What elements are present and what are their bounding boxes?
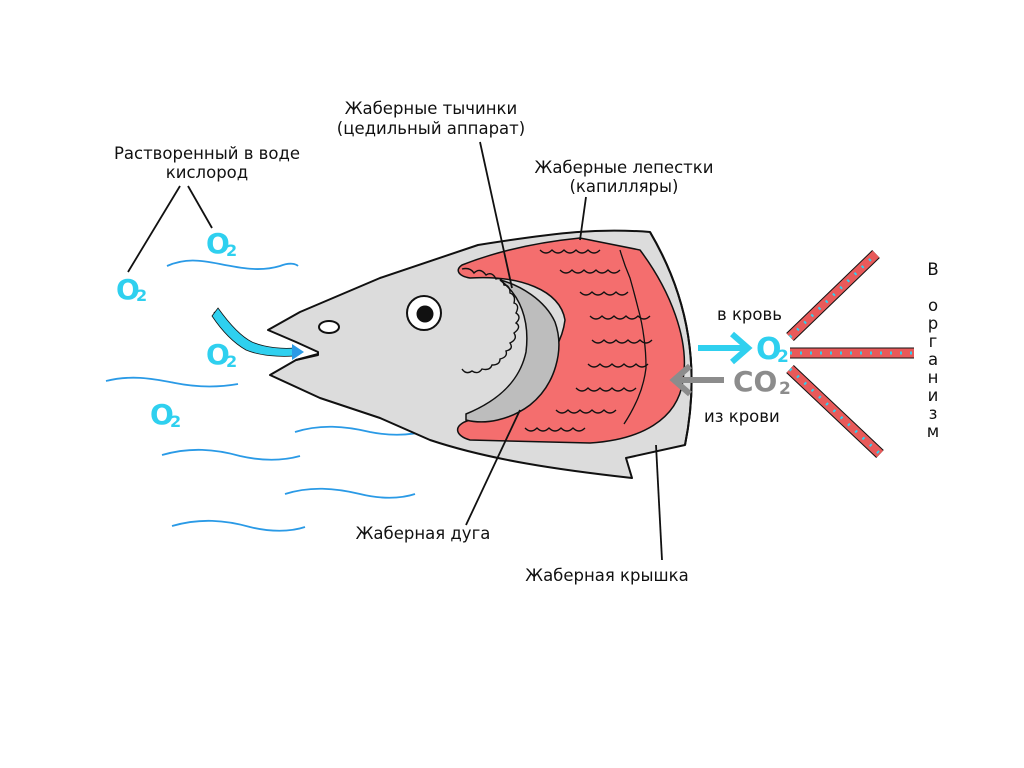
fish-head <box>268 231 692 478</box>
o2-symbol: O 2 <box>206 227 237 260</box>
water-wave <box>172 521 305 531</box>
svg-text:2: 2 <box>136 286 147 305</box>
water-wave <box>106 378 238 387</box>
svg-text:г: г <box>929 332 938 351</box>
svg-text:р: р <box>928 314 938 333</box>
svg-text:з: з <box>929 404 938 423</box>
svg-text:а: а <box>928 350 938 369</box>
o2-symbol: O 2 <box>150 398 181 431</box>
to-body-label: В о р г а н и з м <box>927 260 939 441</box>
svg-text:В: В <box>927 260 938 279</box>
svg-text:и: и <box>928 386 939 405</box>
o2-to-blood: O 2 <box>698 332 789 367</box>
svg-text:Растворенный в воде: Растворенный в воде <box>114 144 300 163</box>
co2-label: CO <box>733 365 777 398</box>
from-blood-label: из крови <box>704 407 780 426</box>
label-gill-arch: Жаберная дуга <box>356 524 491 543</box>
svg-text:Жаберные лепестки: Жаберные лепестки <box>535 158 714 177</box>
o2-symbol: O 2 <box>116 273 147 306</box>
label-gill-rakers: Жаберные тычинки (цедильный аппарат) <box>337 99 525 138</box>
to-blood-label: в кровь <box>717 305 782 324</box>
water-wave <box>167 261 298 270</box>
svg-text:2: 2 <box>226 352 237 371</box>
water-wave <box>162 450 300 460</box>
svg-text:(цедильный аппарат): (цедильный аппарат) <box>337 119 525 138</box>
eye-pupil <box>417 306 434 323</box>
blood-vessel-upper <box>790 254 876 337</box>
blood-vessels <box>790 254 914 454</box>
svg-text:о: о <box>928 296 938 315</box>
water-wave <box>285 489 415 498</box>
o2-symbol: O 2 <box>206 338 237 371</box>
label-gill-cover: Жаберная крышка <box>525 566 688 585</box>
svg-text:н: н <box>928 368 939 387</box>
nostril <box>319 321 339 333</box>
label-dissolved-oxygen: Растворенный в воде кислород <box>114 144 300 182</box>
svg-text:м: м <box>927 422 939 441</box>
svg-text:2: 2 <box>170 412 181 431</box>
svg-text:Жаберные тычинки: Жаберные тычинки <box>345 99 518 118</box>
svg-text:2: 2 <box>226 241 237 260</box>
label-gill-filaments: Жаберные лепестки (капилляры) <box>535 158 714 196</box>
oxygen-molecules: O 2 O 2 O 2 O 2 <box>116 227 237 431</box>
co2-subscript: 2 <box>779 379 791 399</box>
blood-vessel-lower <box>790 369 880 454</box>
svg-text:кислород: кислород <box>166 163 248 182</box>
o2-blood-subscript: 2 <box>777 347 789 367</box>
svg-text:(капилляры): (капилляры) <box>570 177 679 196</box>
